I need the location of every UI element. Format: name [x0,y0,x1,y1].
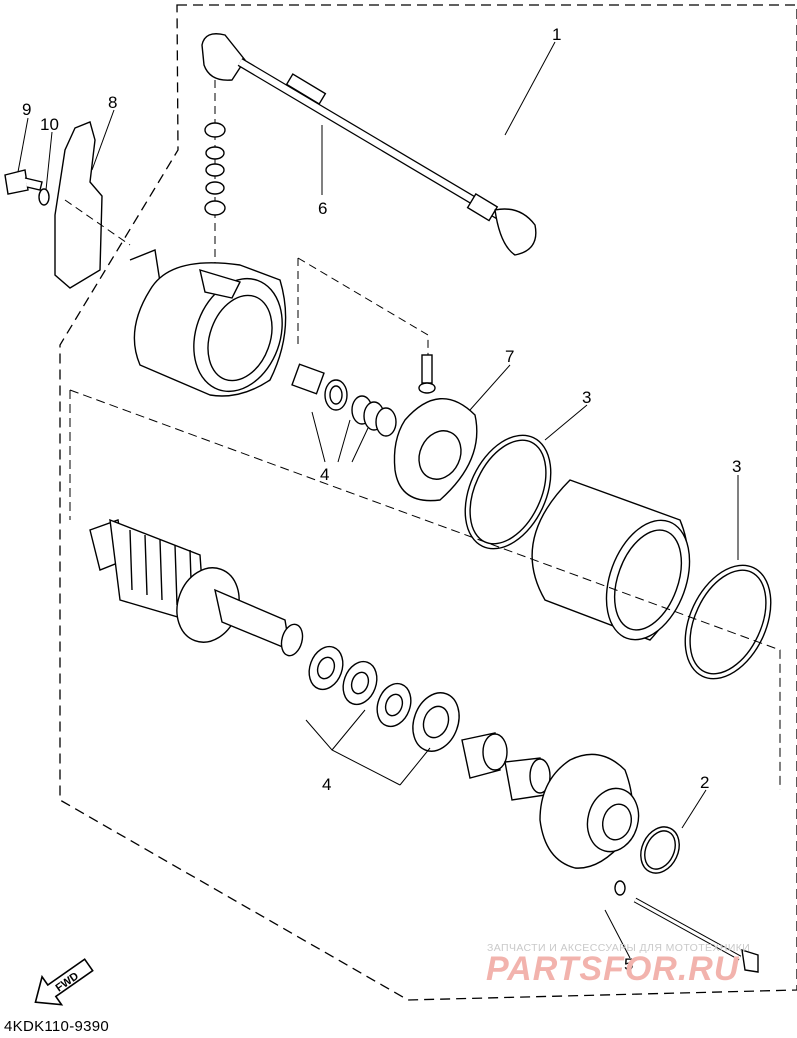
armature [69,389,781,790]
leader-lines [17,41,739,959]
callout-9: 9 [22,100,31,119]
brush-holder-assembly [291,257,478,502]
callout-8: 8 [108,93,117,112]
bearing [461,732,551,801]
watermark-brand: PARTSFOR.RU [486,950,740,988]
callout-4b: 4 [322,775,331,794]
nut-washer-stack [204,80,226,275]
callout-3b: 3 [732,457,741,476]
starter-bracket [54,121,131,289]
o-ring-front-inner [689,569,767,675]
callout-4a: 4 [320,465,329,484]
bracket-washer [38,188,50,206]
callout-5: 5 [624,955,633,974]
fwd-arrow-icon: FWD [34,958,94,1006]
assembly-boundary [59,4,797,1001]
shim-washer-set [308,645,460,752]
front-cover [129,249,287,397]
o-ring-small-inner [644,830,676,870]
watermark-subtitle: ЗАПЧАСТИ И АКСЕССУАРЫ ДЛЯ МОТОТЕХНИКИ [487,942,751,954]
callout-1: 1 [552,25,561,44]
rear-cover [539,753,640,869]
through-bolt [633,897,759,973]
yoke-housing [531,479,691,641]
callout-10: 10 [40,115,59,134]
small-washer [614,880,626,896]
o-ring-small [640,826,680,874]
diagram-code: 4KDK110-9390 [4,1018,110,1035]
bracket-bolt [4,169,43,195]
starter-lead-wire [201,33,537,256]
callout-6: 6 [318,199,327,218]
callout-3a: 3 [582,388,591,407]
callout-7: 7 [505,347,514,366]
callout-2: 2 [700,773,709,792]
